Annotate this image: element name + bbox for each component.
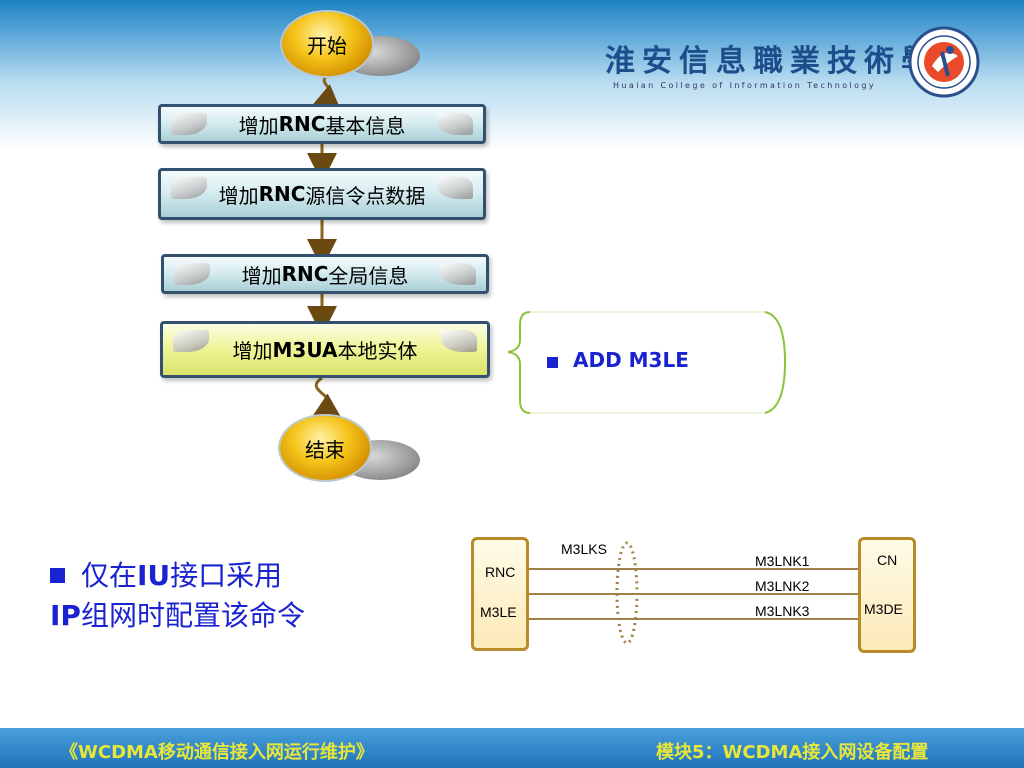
step-label-pre: 增加 <box>232 339 273 363</box>
step-label-bold: RNC <box>281 262 329 286</box>
note-line1-post: 接口采用 <box>170 559 283 592</box>
rnc-node <box>471 537 529 651</box>
curl-decoration <box>440 263 476 285</box>
end-node: 结束 <box>280 416 370 480</box>
college-name: 淮安信息職業技術學院 <box>605 44 975 79</box>
step-label-pre: 增加 <box>238 113 279 138</box>
step-label-pre: 增加 <box>218 183 259 208</box>
step-label-post: 本地实体 <box>337 339 418 363</box>
step-label-post: 源信令点数据 <box>305 183 426 208</box>
link-label-2: M3LNK2 <box>755 578 810 594</box>
footer-course-title: 《WCDMA移动通信接入网运行维护》 <box>60 742 374 763</box>
curl-decoration <box>171 113 207 135</box>
link-label-3: M3LNK3 <box>755 603 810 619</box>
step-label-post: 基本信息 <box>325 113 406 138</box>
end-label: 结束 <box>305 437 345 462</box>
curl-decoration <box>174 263 210 285</box>
note-line1-pre: 仅在 <box>81 559 138 592</box>
curl-decoration <box>437 113 473 135</box>
link-label-1: M3LNK1 <box>755 553 810 569</box>
cn-node <box>858 537 916 653</box>
command-label: ADD M3LE <box>573 348 689 372</box>
step-label-post: 全局信息 <box>328 263 409 288</box>
college-emblem-icon <box>908 26 980 98</box>
note-line2-bold: IP <box>50 599 81 632</box>
step-label-pre: 增加 <box>241 263 282 288</box>
curl-decoration <box>437 177 473 199</box>
note-line-2: IP组网时配置该命令 <box>50 596 305 636</box>
config-note: 仅在IU接口采用 IP组网时配置该命令 <box>50 556 305 636</box>
bullet-square <box>50 568 65 583</box>
curl-decoration <box>441 330 477 352</box>
curl-decoration <box>171 177 207 199</box>
college-name-en: Huaian College of Information Technology <box>613 81 877 90</box>
m3de-label: M3DE <box>864 601 903 617</box>
start-label: 开始 <box>307 33 347 58</box>
step-label-bold: M3UA <box>272 337 338 362</box>
footer-bar <box>0 728 1024 768</box>
curl-decoration <box>173 330 209 352</box>
bullet-square <box>547 357 558 368</box>
step-label-bold: RNC <box>278 112 326 136</box>
start-node: 开始 <box>282 12 372 76</box>
link-set-label: M3LKS <box>561 541 607 557</box>
step-label-bold: RNC <box>258 182 306 206</box>
m3le-label: M3LE <box>480 604 517 620</box>
note-line2-post: 组网时配置该命令 <box>80 599 305 632</box>
note-line-1: 仅在IU接口采用 <box>50 556 305 596</box>
cn-label: CN <box>877 552 898 568</box>
note-line1-bold: IU <box>137 559 171 592</box>
rnc-label: RNC <box>485 564 516 580</box>
footer-module-title: 模块5：WCDMA接入网设备配置 <box>656 742 929 763</box>
